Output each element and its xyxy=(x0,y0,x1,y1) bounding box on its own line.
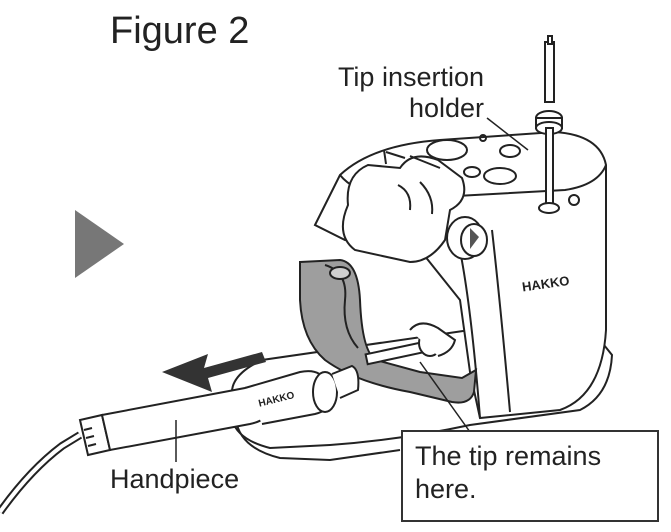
play-triangle-icon xyxy=(75,210,124,278)
tip-retainer-gray xyxy=(299,258,478,404)
handpiece-cable xyxy=(0,431,83,515)
tip-holder-label-line1: Tip insertion xyxy=(337,62,484,92)
tip-remains-callout: The tip remains here. xyxy=(401,430,659,522)
left-arrow-icon xyxy=(162,352,266,392)
tip-insertion-holder xyxy=(535,35,563,214)
stand-logo: HAKKO xyxy=(521,273,570,294)
soldering-tip xyxy=(364,322,457,366)
handpiece xyxy=(78,364,360,457)
figure-title: Figure 2 xyxy=(110,10,250,52)
handpiece-label: Handpiece xyxy=(110,464,240,494)
hand xyxy=(341,149,466,264)
callout-line1: The tip remains xyxy=(415,441,602,471)
tip-insertion-holder-label: Tip insertion holder xyxy=(332,62,484,124)
adjustment-knob xyxy=(446,216,488,260)
callout-line2: here. xyxy=(415,474,477,504)
tip-holder-label-line2: holder xyxy=(408,93,484,123)
callout-leader-line xyxy=(419,361,471,433)
holder-leader-line xyxy=(486,117,529,151)
